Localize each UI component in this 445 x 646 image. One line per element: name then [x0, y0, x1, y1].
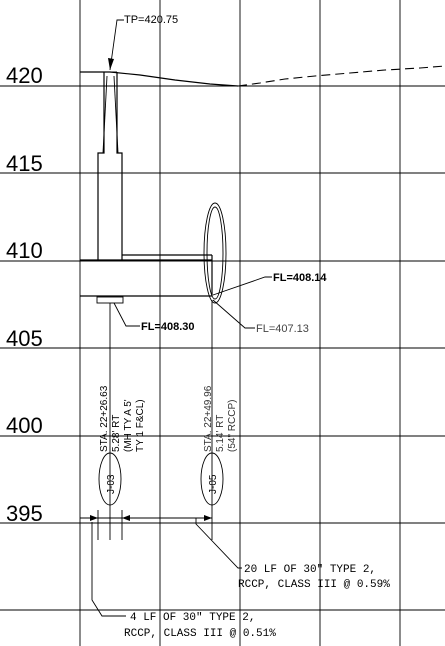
elevation-label-410: 410 [6, 238, 43, 263]
j03-detail-1: (MH TY A 5' [123, 399, 134, 452]
fl-upper-label: FL=408.14 [273, 272, 327, 284]
elevation-label-400: 400 [6, 413, 43, 438]
manhole-cone-right [113, 75, 119, 154]
note-4lf-line1: 4 LF OF 30" TYPE 2, [130, 612, 255, 624]
j05-station: STA. 22+49.96 [203, 385, 214, 452]
dimension-line [80, 510, 212, 540]
pipe-run [80, 254, 213, 297]
tp-label: TP=420.75 [124, 14, 178, 26]
elevation-label-420: 420 [6, 63, 43, 88]
elevation-label-415: 415 [6, 151, 43, 176]
arrowhead-icon [204, 515, 212, 521]
manhole-base-slab [96, 296, 124, 304]
manhole-cone-left [102, 75, 108, 154]
manhole-j03 [80, 71, 124, 304]
fl-left-label: FL=408.30 [141, 321, 195, 333]
tag-j03: J-03 [98, 452, 122, 506]
note-4lf-line2: RCCP, CLASS III @ 0.51% [124, 628, 276, 640]
j05-detail-1: (54" RCCP) [227, 400, 238, 452]
tag-j03-label: J-03 [106, 474, 117, 494]
j03-station: STA. 22+26.63 [99, 385, 110, 452]
ground-line-existing [237, 65, 445, 87]
oval-tag-icon [200, 452, 224, 506]
elevation-axis: 420 415 410 405 400 395 [6, 63, 43, 526]
manhole-left-wall [97, 72, 105, 260]
elevation-label-395: 395 [6, 501, 43, 526]
fl-lower-label: FL=407.13 [256, 323, 309, 335]
callout-fl-right-upper: FL=408.14 [212, 272, 327, 296]
station-text-j03: STA. 22+26.63 5.28' RT (MH TY A 5' TY 1 … [99, 385, 146, 452]
junction-j05-oval-inner [206, 206, 224, 300]
arrowhead-icon [122, 515, 130, 521]
note-20lf-leader [195, 518, 242, 569]
pipe-note-20lf: 20 LF OF 30" TYPE 2, RCCP, CLASS III @ 0… [195, 518, 390, 591]
tag-j05-label: J-05 [208, 474, 219, 494]
callout-fl-right-lower: FL=407.13 [212, 299, 309, 335]
junction-j05-oval [203, 202, 227, 304]
tag-j05: J-05 [200, 452, 224, 506]
arrowhead-icon [90, 515, 98, 521]
note-4lf-leader [91, 522, 126, 617]
fl-left-leader [113, 302, 140, 327]
callout-fl-left: FL=408.30 [113, 302, 195, 333]
arrowhead-icon [108, 58, 114, 70]
callout-top-of-pipe: TP=420.75 [108, 14, 178, 71]
note-20lf-line1: 20 LF OF 30" TYPE 2, [244, 564, 376, 576]
ground-profile [80, 65, 445, 87]
j03-offset: 5.28' RT [111, 415, 122, 452]
j03-detail-2: TY 1 F&CL) [135, 399, 146, 452]
station-text-j05: STA. 22+49.96 5.14' RT (54" RCCP) [203, 385, 238, 452]
pipe-note-4lf: 4 LF OF 30" TYPE 2, RCCP, CLASS III @ 0.… [91, 522, 276, 640]
elevation-label-405: 405 [6, 326, 43, 351]
j05-offset: 5.14' RT [215, 415, 226, 452]
fl-lower-leader [212, 299, 255, 329]
oval-tag-icon [98, 452, 122, 506]
fl-upper-leader [212, 276, 272, 296]
tp-leader [109, 19, 124, 71]
manhole-right-wall [116, 72, 123, 260]
note-20lf-line2: RCCP, CLASS III @ 0.59% [238, 579, 390, 591]
